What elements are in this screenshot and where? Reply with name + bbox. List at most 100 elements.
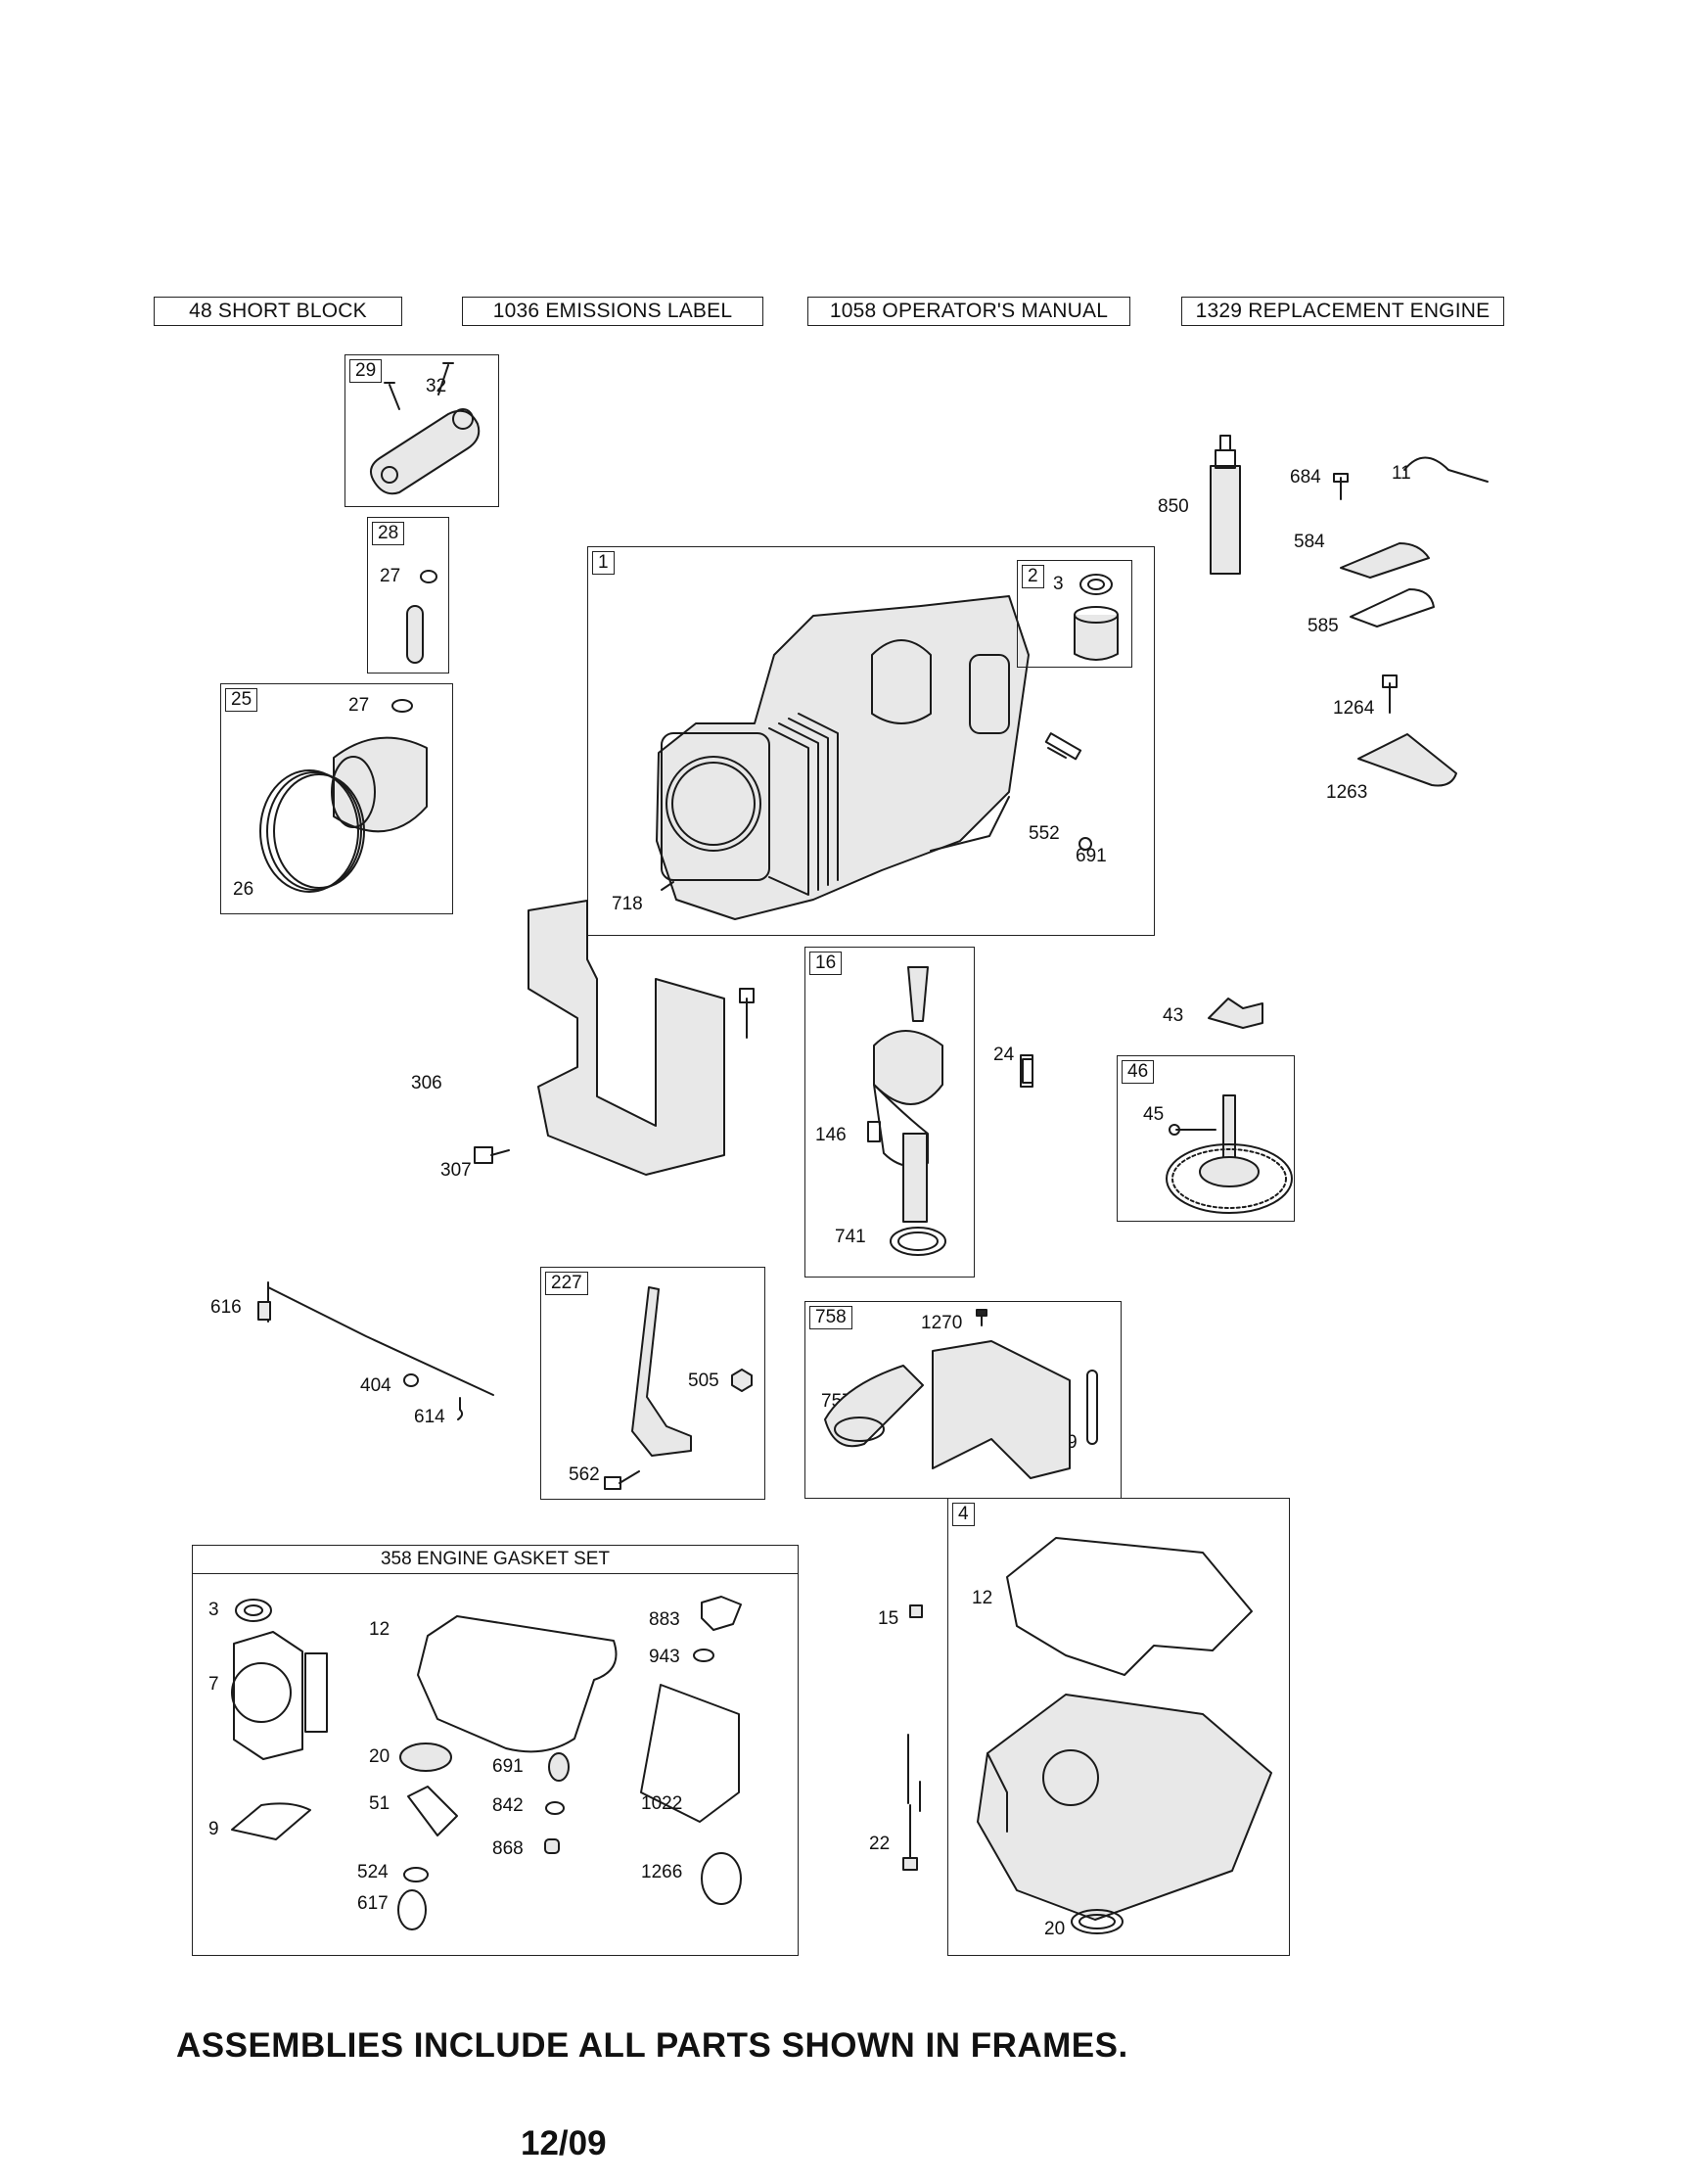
frame-2-bearing: 2 3 (1017, 560, 1132, 668)
part-label: 3 (1053, 574, 1064, 594)
governor-shaft-art (257, 1281, 494, 1420)
cam-assembly-icon (824, 1309, 1098, 1479)
part-label: 616 (210, 1297, 242, 1318)
frame-28-piston-pin: 28 27 (367, 517, 449, 674)
part-label: 146 (815, 1125, 847, 1145)
part-label: 943 (649, 1647, 680, 1667)
part-label: 3 (208, 1600, 219, 1620)
frame-4-sump: 4 12 20 (947, 1498, 1290, 1956)
long-bolt-icon (907, 1734, 921, 1812)
part-label: 20 (369, 1746, 390, 1767)
part-label: 26 (233, 879, 254, 900)
part-label: 684 (1290, 467, 1321, 488)
breather-cover-icon (1340, 542, 1430, 579)
clip-icon (457, 1397, 464, 1420)
part-label: 585 (1308, 616, 1339, 636)
part-label: 614 (414, 1407, 445, 1427)
frame-tag: 227 (545, 1272, 588, 1295)
frame-tag: 1 (592, 551, 615, 575)
woodruff-key-icon (1020, 1054, 1033, 1088)
part-label: 1264 (1333, 698, 1375, 719)
part-label: 691 (492, 1756, 524, 1777)
governor-lever-icon (604, 1286, 753, 1490)
bolt-icon (739, 988, 755, 1039)
dipstick-bolt-icon (1382, 674, 1398, 714)
footer-note: ASSEMBLIES INCLUDE ALL PARTS SHOWN IN FR… (176, 2026, 1128, 2065)
part-label: 868 (492, 1838, 524, 1859)
washer-icon (403, 1373, 419, 1387)
air-guide-icon (528, 900, 725, 1176)
part-label: 584 (1294, 532, 1325, 552)
frame-1-cylinder-block: 1 552 691 718 (587, 546, 1155, 936)
frame-758-cam-assembly: 758 1270 757 759 (804, 1301, 1122, 1499)
long-bolt-icon (902, 1804, 918, 1871)
frame-tag: 46 (1122, 1060, 1155, 1084)
frame-29-connecting-rod: 29 32 (344, 354, 499, 507)
part-label: 404 (360, 1375, 391, 1396)
header-box-replacement-engine: 1329 REPLACEMENT ENGINE (1181, 297, 1504, 326)
part-label: 27 (348, 695, 370, 716)
frame-358-engine-gasket-set: 358 ENGINE GASKET SET 3 7 9 12 20 51 524… (192, 1545, 799, 1956)
plug-icon (909, 1604, 923, 1618)
part-label: 741 (835, 1227, 866, 1247)
part-label: 22 (869, 1834, 891, 1854)
frame-tag: 16 (809, 952, 843, 975)
frame-25-piston: 25 27 26 (220, 683, 453, 914)
frame-16-crankshaft: 16 146 741 (804, 947, 975, 1278)
part-label: 524 (357, 1862, 389, 1882)
piston-icon (259, 699, 428, 893)
sump-icon (977, 1537, 1272, 1934)
revision-date: 12/09 (521, 2124, 607, 2162)
cover-plate-icon (1357, 733, 1457, 787)
governor-gear-icon (1166, 1094, 1293, 1214)
part-label: 552 (1029, 823, 1060, 844)
bearing-icon (1074, 574, 1119, 661)
frame-tag: 2 (1022, 565, 1044, 588)
breather-tube-icon (1403, 456, 1489, 483)
frame-46-governor-gear: 46 45 (1117, 1055, 1295, 1222)
part-label: 43 (1163, 1005, 1184, 1026)
part-label: 51 (369, 1793, 390, 1814)
part-label: 850 (1158, 496, 1189, 517)
part-label: 1266 (641, 1862, 683, 1882)
frame-tag: 758 (809, 1306, 852, 1329)
part-label: 307 (440, 1160, 472, 1181)
connecting-rod-icon (370, 362, 481, 495)
part-label: 12 (972, 1588, 993, 1608)
part-label: 691 (1076, 846, 1107, 866)
part-label: 7 (208, 1674, 219, 1695)
part-label: 1270 (921, 1313, 963, 1333)
air-guide-art (474, 900, 1033, 1176)
part-label: 9 (208, 1819, 219, 1839)
header-box-short-block: 48 SHORT BLOCK (154, 297, 402, 326)
breather-gasket-icon (1350, 588, 1435, 627)
top-right-parts-art (1210, 435, 1489, 787)
part-label: 15 (878, 1608, 899, 1629)
frame-tag: 4 (952, 1503, 975, 1526)
header-box-emissions-label: 1036 EMISSIONS LABEL (462, 297, 763, 326)
part-label: 718 (612, 894, 643, 914)
bolt-icon (1333, 473, 1349, 500)
part-label: 45 (1143, 1104, 1165, 1125)
bolt-art (907, 1604, 923, 1812)
part-label: 505 (688, 1371, 719, 1391)
part-label: 1263 (1326, 782, 1368, 803)
part-label: 27 (380, 566, 401, 586)
gasket-set-art (231, 1596, 742, 1930)
frame-tag: 29 (349, 359, 383, 383)
part-label: 842 (492, 1795, 524, 1816)
part-label: 306 (411, 1073, 442, 1093)
frame-227-governor-lever: 227 505 562 (540, 1267, 765, 1500)
cylinder-block-icon (656, 595, 1092, 920)
part-label: 883 (649, 1609, 680, 1630)
part-label: 24 (993, 1045, 1015, 1065)
header-box-operators-manual: 1058 OPERATOR'S MANUAL (807, 297, 1130, 326)
governor-link-icon (1208, 998, 1263, 1029)
bolt-icon (474, 1146, 510, 1164)
part-label: 32 (426, 376, 447, 396)
crankshaft-icon (867, 966, 946, 1256)
frame-tag: 25 (225, 688, 258, 712)
part-label: 562 (569, 1464, 600, 1485)
piston-pin-icon (406, 570, 437, 664)
governor-shaft-icon (257, 1281, 494, 1396)
